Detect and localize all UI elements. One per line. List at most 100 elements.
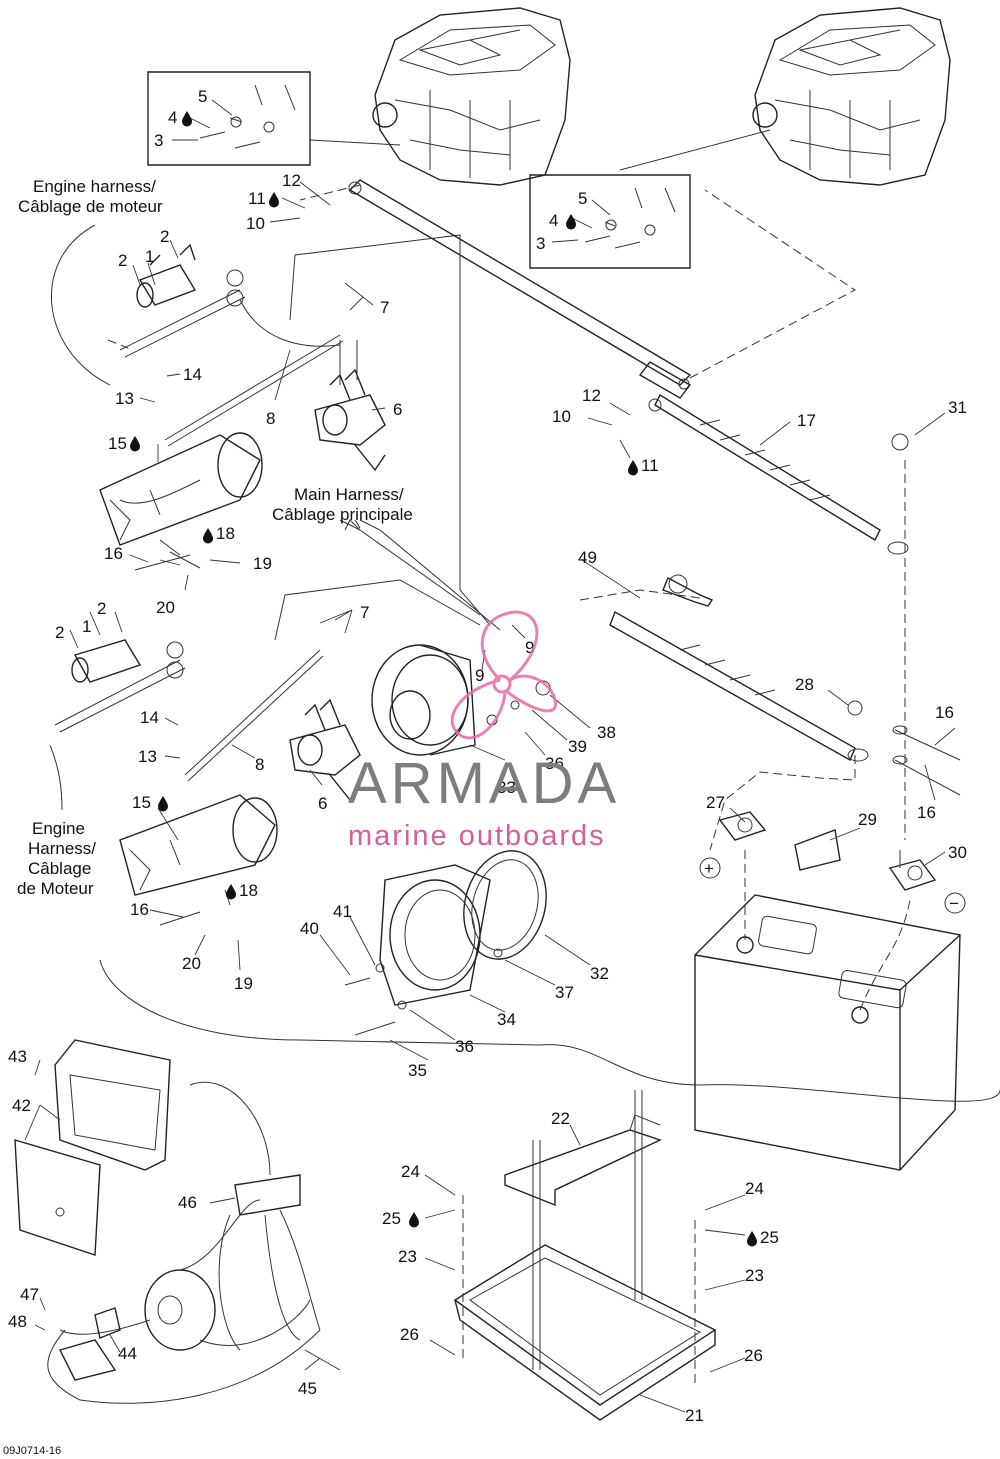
engine-harness-mid-label-2: Harness/ xyxy=(28,839,96,858)
cable-16-top xyxy=(134,554,191,571)
callout-19: 19 xyxy=(253,554,272,573)
callout-21: 21 xyxy=(685,1406,704,1425)
callout-16b: 16 xyxy=(935,703,954,722)
terminal-cover-29 xyxy=(794,829,841,871)
main-harness-label-2: Câblage principale xyxy=(272,505,413,524)
ground-cable-long xyxy=(99,959,1000,1102)
watermark-tagline: marine outboards xyxy=(348,820,606,852)
callout-12b: 12 xyxy=(582,386,601,405)
callout-7: 7 xyxy=(380,298,389,317)
callout-27: 27 xyxy=(706,793,725,812)
callout-1: 1 xyxy=(145,247,154,266)
negative-terminal-circle xyxy=(944,892,966,914)
callout-19b: 19 xyxy=(234,974,253,993)
callout-14: 14 xyxy=(183,365,202,384)
callout-35: 35 xyxy=(408,1061,427,1080)
starter-top-bolt xyxy=(159,539,201,569)
callout-14b: 14 xyxy=(140,708,159,727)
cable-8-mid xyxy=(184,649,324,782)
terminal-27 xyxy=(718,811,767,841)
callout-44: 44 xyxy=(118,1344,137,1363)
harness-lead-top xyxy=(289,234,491,626)
callout-4b: 4 xyxy=(549,211,558,230)
callout-23b: 23 xyxy=(745,1266,764,1285)
callout-9b: 9 xyxy=(475,666,484,685)
callout-42: 42 xyxy=(12,1096,31,1115)
cable-8-top xyxy=(164,334,344,447)
callout-18b: 18 xyxy=(239,881,258,900)
callout-32: 32 xyxy=(590,964,609,983)
engine-harness-mid-label-1: Engine xyxy=(32,819,85,838)
watermark: ARMADA marine outboards xyxy=(348,610,620,852)
harness-lead-mid xyxy=(274,579,481,641)
callout-28: 28 xyxy=(795,675,814,694)
callout-7b: 7 xyxy=(360,603,369,622)
callout-23: 23 xyxy=(398,1247,417,1266)
callout-15: 15 xyxy=(108,434,127,453)
callout-38: 38 xyxy=(597,723,616,742)
engine-harness-top-label-1: Engine harness/ xyxy=(33,177,156,196)
callout-2d: 2 xyxy=(55,623,64,642)
battery-cable-top xyxy=(299,179,856,399)
watermark-brand: ARMADA xyxy=(348,751,620,816)
callout-1b: 1 xyxy=(82,617,91,636)
callout-31: 31 xyxy=(948,398,967,417)
callout-4: 4 xyxy=(168,108,177,127)
engine-harness-mid-label-4: de Moteur xyxy=(17,879,94,898)
harness-bottom xyxy=(47,1174,341,1404)
callout-26b: 26 xyxy=(744,1346,763,1365)
positive-terminal-circle xyxy=(699,857,721,879)
callout-25: 25 xyxy=(382,1209,401,1228)
callout-18: 18 xyxy=(216,524,235,543)
battery xyxy=(694,850,961,1171)
callout-20: 20 xyxy=(156,598,175,617)
cover-to-harness-arrow xyxy=(189,1081,271,1176)
battery-cable-49 xyxy=(579,574,869,851)
negative-terminal-symbol: − xyxy=(949,894,959,913)
callout-13b: 13 xyxy=(138,747,157,766)
callout-25b: 25 xyxy=(760,1228,779,1247)
cable-16-mid xyxy=(159,911,201,926)
callout-29: 29 xyxy=(858,810,877,829)
callout-34: 34 xyxy=(497,1010,516,1029)
propeller-logo-icon xyxy=(450,610,557,740)
callout-16d: 16 xyxy=(130,900,149,919)
solenoid-mid xyxy=(289,698,361,802)
callout-40: 40 xyxy=(300,919,319,938)
harness-labels: Engine harness/ Câblage de moteur Main H… xyxy=(17,177,413,898)
pump-motor xyxy=(371,644,476,756)
tray-rods xyxy=(532,1090,643,1370)
harness-connector-mid xyxy=(54,639,186,733)
callout-36b: 36 xyxy=(455,1037,474,1056)
callout-24: 24 xyxy=(401,1162,420,1181)
main-harness-arrow xyxy=(344,519,361,531)
harness-connector-top xyxy=(107,243,246,358)
engine-harness-top-label-2: Câblage de moteur xyxy=(18,197,163,216)
terminal-30 xyxy=(888,850,937,891)
callout-12: 12 xyxy=(282,171,301,190)
engine-harness-mid-label-3: Câblage xyxy=(28,859,91,878)
callout-2b: 2 xyxy=(118,251,127,270)
callout-2: 2 xyxy=(160,227,169,246)
callout-8b: 8 xyxy=(255,755,264,774)
nut-31-shape xyxy=(891,433,909,451)
bolts-35-40 xyxy=(344,977,396,1036)
callout-26: 26 xyxy=(400,1325,419,1344)
engine-harness-top-arrow xyxy=(50,224,111,386)
cable-16-right xyxy=(892,725,961,796)
callout-10b: 10 xyxy=(552,407,571,426)
callout-37: 37 xyxy=(555,983,574,1002)
callout-45: 45 xyxy=(298,1379,317,1398)
callout-33: 33 xyxy=(497,778,516,797)
solenoid-top xyxy=(314,340,386,472)
callout-labels: 5 4 3 12 11 10 5 4 3 2 2 1 7 14 13 8 6 1… xyxy=(8,87,967,1425)
callout-15b: 15 xyxy=(132,793,151,812)
battery-tray xyxy=(453,1244,717,1421)
callout-47: 47 xyxy=(20,1285,39,1304)
callout-3: 3 xyxy=(154,131,163,150)
callout-16: 16 xyxy=(104,544,123,563)
callout-39: 39 xyxy=(568,737,587,756)
callout-9: 9 xyxy=(525,638,534,657)
leader-lines xyxy=(24,99,956,1413)
drop-icon xyxy=(130,111,757,1247)
